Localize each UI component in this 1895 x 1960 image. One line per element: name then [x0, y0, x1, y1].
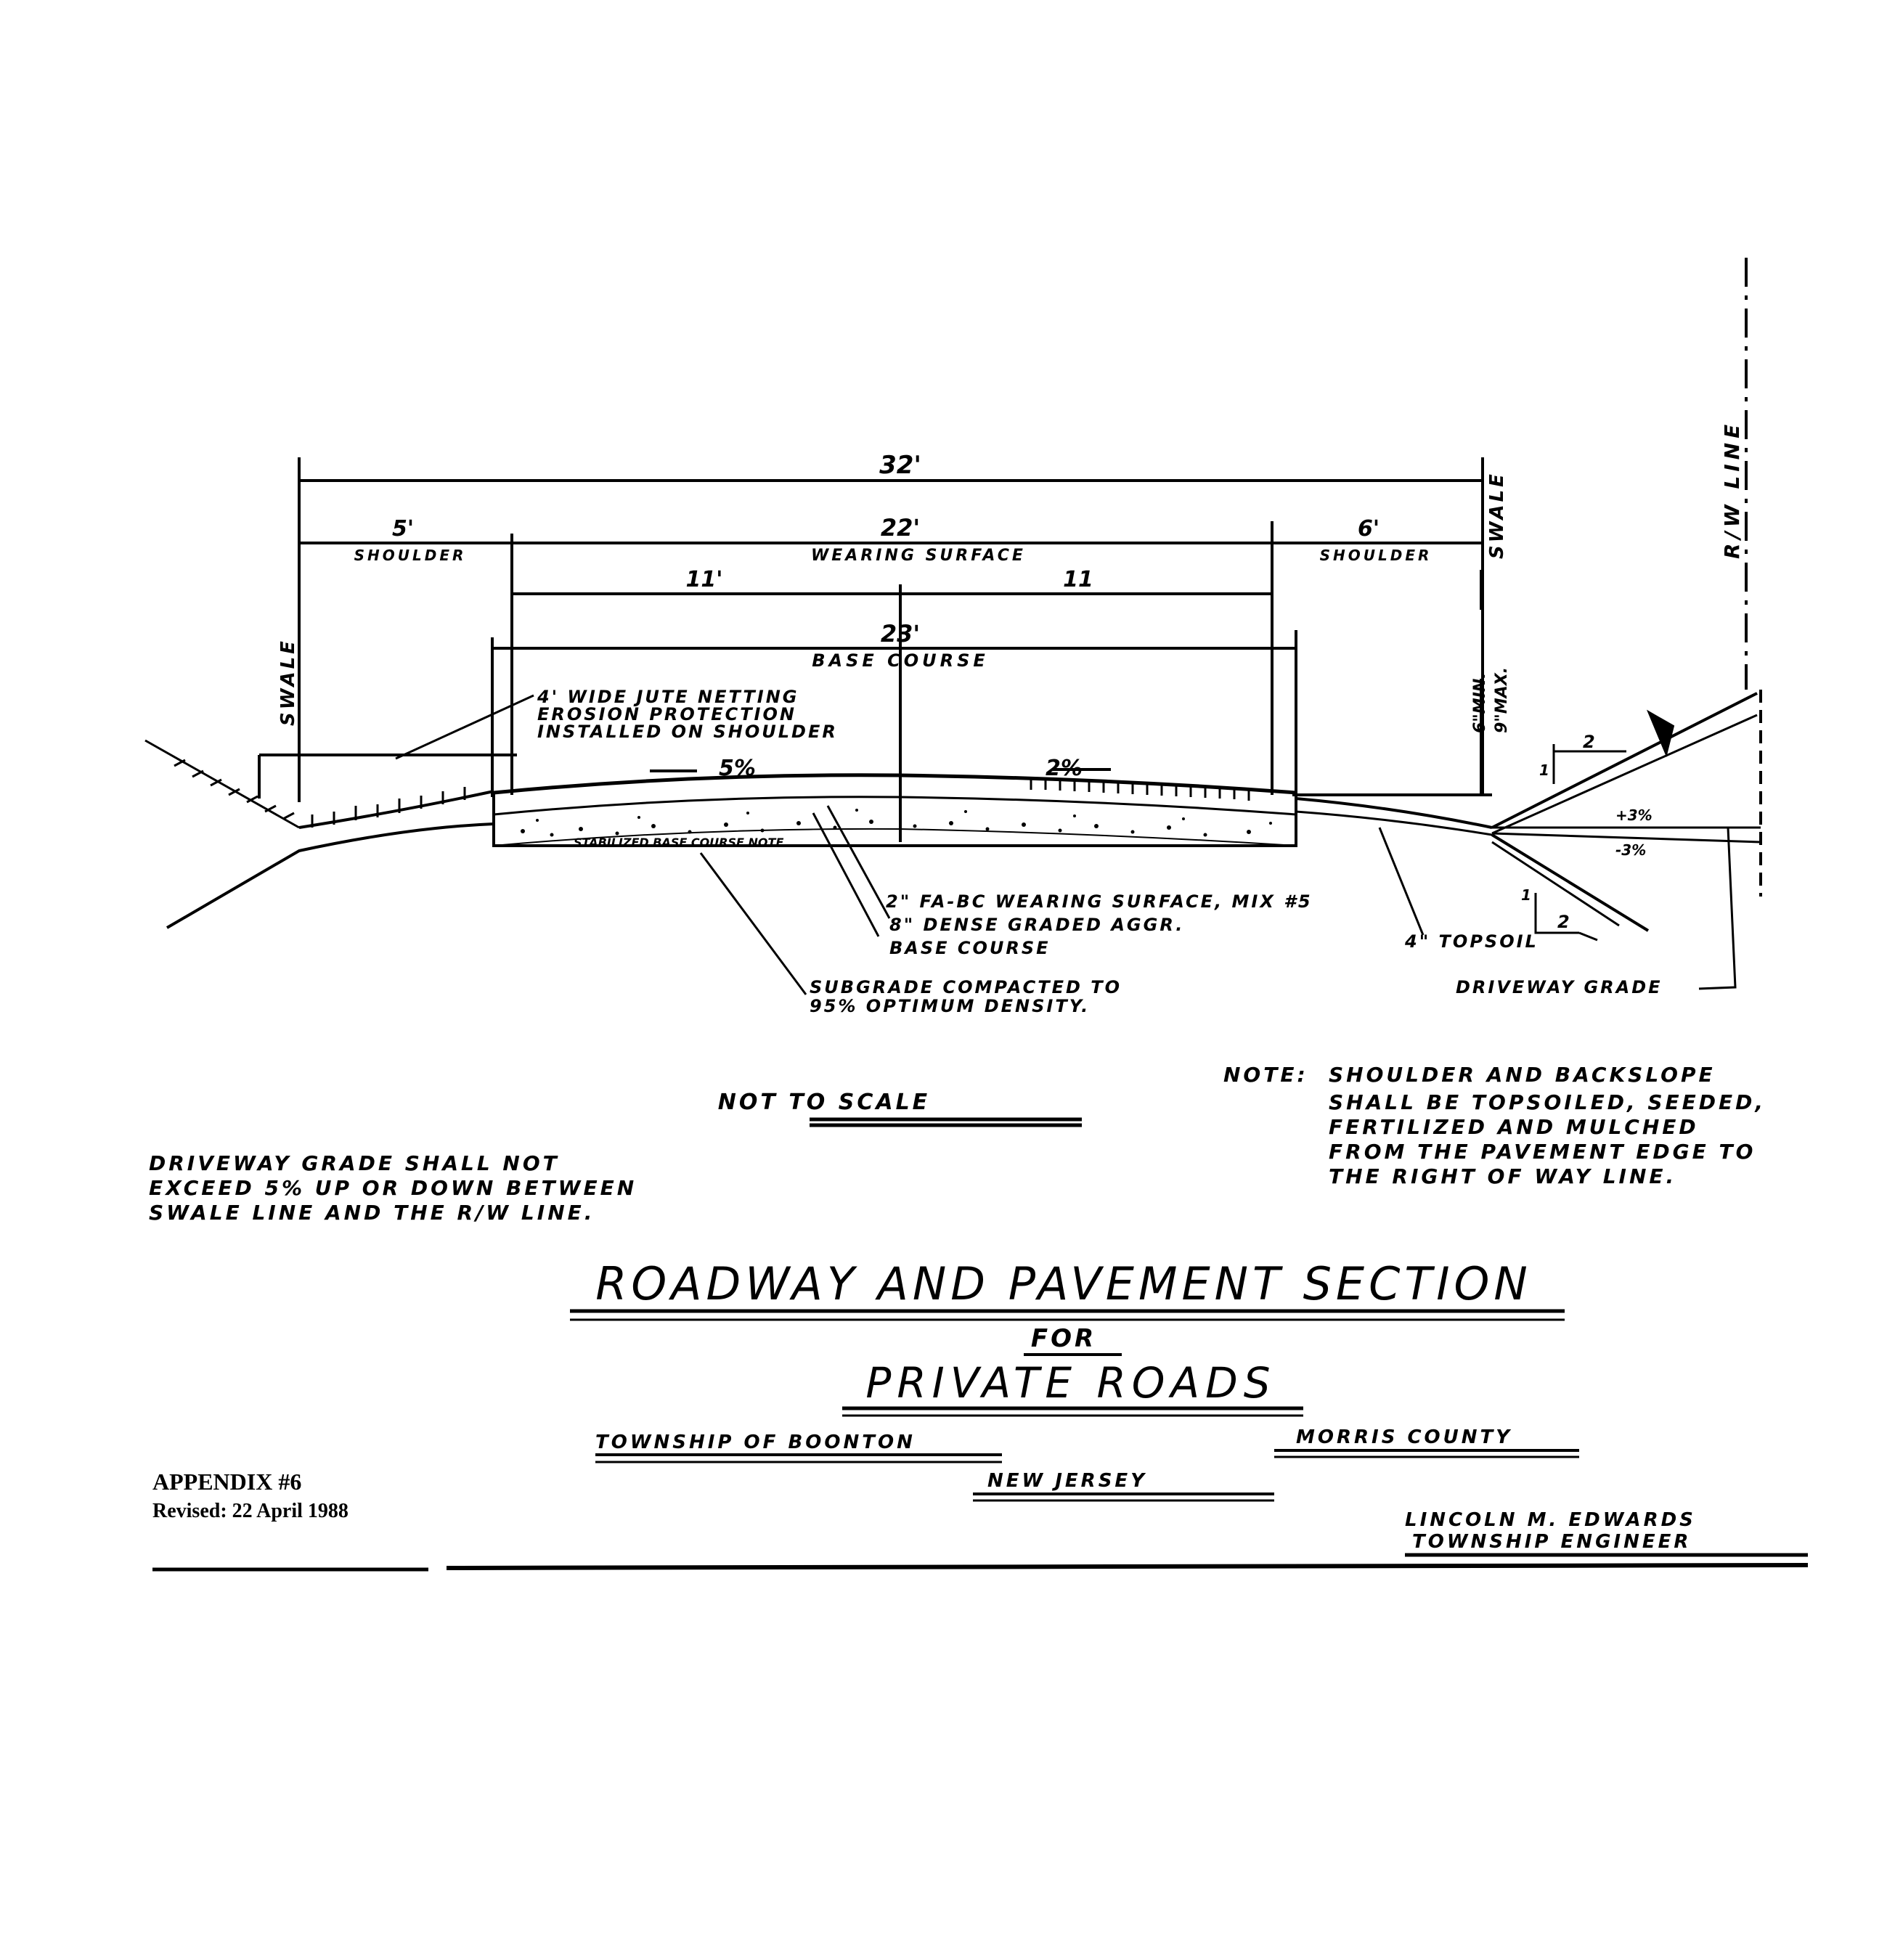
dim-swale-left: SWALE: [277, 638, 299, 726]
note-line-4: FROM THE PAVEMENT EDGE TO: [1329, 1140, 1756, 1164]
dim-base-label: BASE COURSE: [812, 650, 989, 671]
wearing-course-callout: 2" FA-BC WEARING SURFACE, MIX #5: [886, 891, 1313, 912]
slope-right-down: -3%: [1615, 841, 1646, 859]
dim-overall: 32': [879, 451, 921, 480]
revised-label: Revised: 22 April 1988: [152, 1500, 349, 1522]
county-label: MORRIS COUNTY: [1296, 1426, 1512, 1448]
dim-half-left: 11': [686, 567, 723, 592]
note-line-2: SHALL BE TOPSOILED, SEEDED,: [1329, 1090, 1766, 1114]
dim-swale-right: SWALE: [1486, 471, 1508, 559]
dim-half-right: 11: [1063, 567, 1093, 592]
note-label: NOTE:: [1223, 1063, 1308, 1087]
drawing-subtitle: PRIVATE ROADS: [865, 1358, 1276, 1408]
jute-netting-line-3: INSTALLED ON SHOULDER: [537, 722, 838, 742]
note-line-1: SHOULDER AND BACKSLOPE: [1329, 1063, 1716, 1087]
not-to-scale-underline: [810, 1117, 1082, 1127]
subgrade-callout-2: 95% OPTIMUM DENSITY.: [810, 996, 1090, 1016]
ratio-top-side: 1: [1539, 761, 1549, 779]
slope-right: 2%: [1046, 756, 1083, 781]
topsoil-callout: 4" TOPSOIL: [1404, 931, 1539, 952]
road-profile: [144, 258, 1762, 990]
note-line-3: FERTILIZED AND MULCHED: [1329, 1115, 1699, 1139]
driveway-note-1: DRIVEWAY GRADE SHALL NOT: [149, 1151, 560, 1175]
slope-labels: 5% 2% +3% -3% 2 1 2 1: [719, 732, 1652, 932]
driveway-note-3: SWALE LINE AND THE R/W LINE.: [149, 1201, 595, 1225]
dim-depth-min: 6"MIN.: [1471, 672, 1489, 733]
dim-shoulder-right: 6': [1358, 516, 1380, 542]
ratio-bottom: 2: [1557, 912, 1570, 932]
dim-base: 23': [881, 620, 920, 648]
base-course-callout-1: 8" DENSE GRADED AGGR.: [889, 915, 1184, 935]
dim-depth-max: 9"MAX.: [1493, 667, 1511, 733]
leader-lines: [395, 694, 1598, 995]
dimension-lines: [258, 457, 1492, 842]
notes: NOT TO SCALE NOTE: SHOULDER AND BACKSLOP…: [149, 1063, 1766, 1225]
dim-wearing-surface: 22': [881, 514, 920, 542]
appendix-label: APPENDIX #6: [152, 1469, 301, 1495]
grass-hatch: [174, 759, 466, 828]
subgrade-callout-1: SUBGRADE COMPACTED TO: [810, 977, 1122, 997]
base-course-callout-2: BASE COURSE: [889, 938, 1051, 958]
drawing-title: ROADWAY AND PAVEMENT SECTION: [595, 1257, 1531, 1310]
state-label: NEW JERSEY: [987, 1470, 1147, 1492]
rw-line-label: R/W LINE: [1720, 420, 1744, 559]
dimension-labels: 32' 5' SHOULDER 22' WEARING SURFACE 6' S…: [277, 420, 1744, 733]
base-course-stipple: [521, 809, 1272, 837]
engineer-name: LINCOLN M. EDWARDS: [1405, 1509, 1696, 1531]
driveway-grade-callout: DRIVEWAY GRADE: [1456, 977, 1663, 997]
driveway-note-2: EXCEED 5% UP OR DOWN BETWEEN: [149, 1176, 637, 1200]
slope-arrows: [650, 768, 1111, 772]
slope-left: 5%: [719, 756, 756, 781]
slope-right-up: +3%: [1615, 807, 1652, 824]
jute-netting-line-2: EROSION PROTECTION: [537, 704, 796, 724]
dim-shoulder-left-label: SHOULDER: [354, 547, 467, 564]
dim-wearing-surface-label: WEARING SURFACE: [811, 547, 1026, 565]
engineer-title: TOWNSHIP ENGINEER: [1412, 1531, 1691, 1553]
wearing-surface-hatch: [1030, 778, 1250, 801]
dim-shoulder-left: 5': [392, 516, 414, 542]
ratio-bottom-side: 1: [1521, 886, 1531, 904]
not-to-scale: NOT TO SCALE: [718, 1090, 930, 1115]
callouts: 4' WIDE JUTE NETTING EROSION PROTECTION …: [537, 687, 1663, 1016]
drawing-title-for: FOR: [1031, 1324, 1096, 1353]
note-line-5: THE RIGHT OF WAY LINE.: [1329, 1164, 1676, 1188]
title-underlines: [152, 1309, 1809, 1572]
ratio-top: 2: [1583, 732, 1595, 752]
township-label: TOWNSHIP OF BOONTON: [595, 1432, 916, 1453]
jute-netting-line-1: 4' WIDE JUTE NETTING: [537, 687, 799, 707]
stabilized-note: STABILIZED BASE COURSE NOTE: [574, 836, 783, 849]
dim-shoulder-right-label: SHOULDER: [1320, 547, 1433, 564]
title-block: ROADWAY AND PAVEMENT SECTION FOR PRIVATE…: [152, 1257, 1696, 1553]
